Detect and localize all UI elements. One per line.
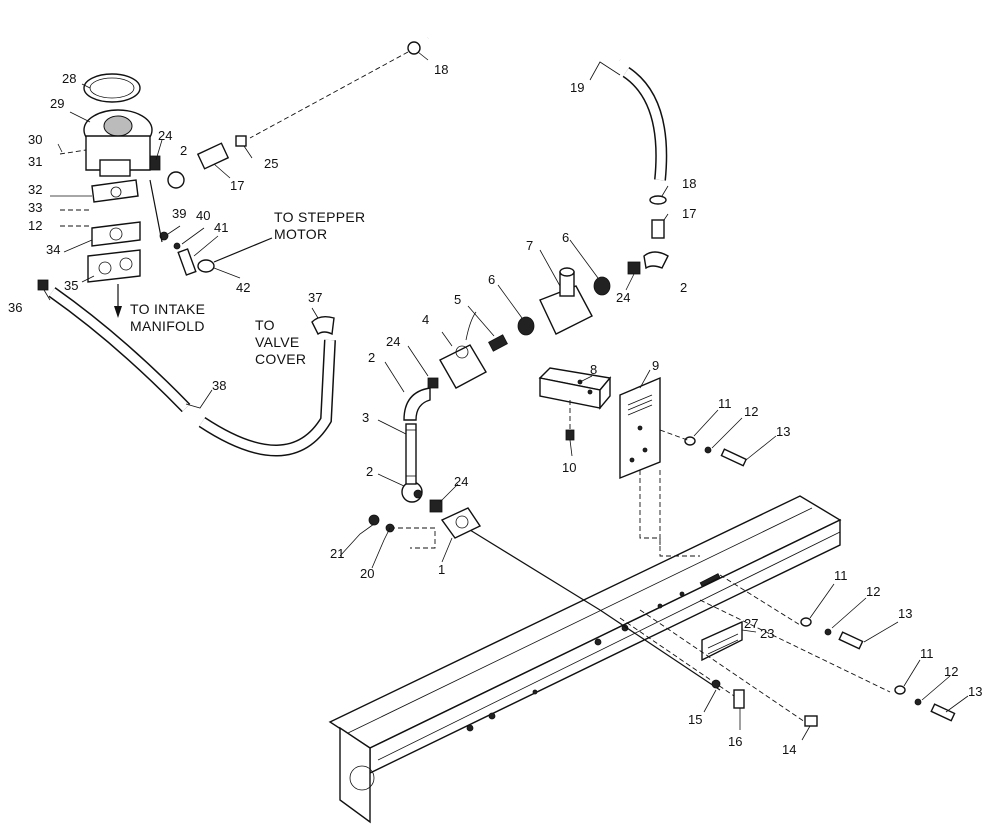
plate-9 bbox=[619, 376, 661, 480]
part-number: 16 bbox=[728, 734, 742, 749]
part-number: 6 bbox=[562, 230, 569, 245]
part-number: 17 bbox=[682, 206, 696, 221]
part-number: 25 bbox=[264, 156, 278, 171]
part-number: 5 bbox=[454, 292, 461, 307]
part-number: 8 bbox=[590, 362, 597, 377]
part-number: 37 bbox=[308, 290, 322, 305]
part-number: 32 bbox=[28, 182, 42, 197]
part-numbers: 28 29 30 31 32 33 12 34 35 36 24 2 17 25… bbox=[8, 62, 982, 757]
sensor-39-42 bbox=[149, 179, 273, 276]
part-number: 36 bbox=[8, 300, 22, 315]
part-number: 1 bbox=[438, 562, 445, 577]
callout-stepper-line2: MOTOR bbox=[274, 226, 327, 242]
part-number: 24 bbox=[158, 128, 172, 143]
callout-intake-line1: TO INTAKE bbox=[130, 301, 205, 317]
pipe-assembly bbox=[401, 195, 669, 539]
part-number: 23 bbox=[760, 626, 774, 641]
part-number: 31 bbox=[28, 154, 42, 169]
part-number: 24 bbox=[454, 474, 468, 489]
part-number: 28 bbox=[62, 71, 76, 86]
part-number: 12 bbox=[944, 664, 958, 679]
part-number: 20 bbox=[360, 566, 374, 581]
part-number: 9 bbox=[652, 358, 659, 373]
elbow-37 bbox=[311, 315, 335, 336]
fastener-set-middle bbox=[800, 617, 864, 650]
part-number: 35 bbox=[64, 278, 78, 293]
part-number: 12 bbox=[28, 218, 42, 233]
part-number: 18 bbox=[682, 176, 696, 191]
bracket-8 bbox=[538, 367, 612, 441]
part-number: 13 bbox=[898, 606, 912, 621]
part-number: 10 bbox=[562, 460, 576, 475]
throttle-body-assembly bbox=[37, 73, 153, 291]
part-number: 14 bbox=[782, 742, 796, 757]
part-number: 24 bbox=[616, 290, 630, 305]
callout-valve-line1: TO bbox=[255, 317, 275, 333]
part-number: 2 bbox=[368, 350, 375, 365]
part-number: 3 bbox=[362, 410, 369, 425]
plate-23-27 bbox=[701, 620, 743, 662]
frame-rail bbox=[328, 495, 842, 824]
tube-17-left bbox=[147, 135, 247, 189]
part-number: 4 bbox=[422, 312, 429, 327]
callout-stepper-line1: TO STEPPER bbox=[274, 209, 365, 225]
part-number: 11 bbox=[920, 646, 934, 661]
callout-stepper-motor: TO STEPPER MOTOR bbox=[274, 209, 365, 242]
label-leaders bbox=[43, 51, 969, 741]
callout-valve-cover: TO VALVE COVER bbox=[255, 317, 306, 367]
part-number: 40 bbox=[196, 208, 210, 223]
assembly-leaders bbox=[390, 470, 891, 723]
part-number: 17 bbox=[230, 178, 244, 193]
part-number: 13 bbox=[776, 424, 790, 439]
callout-valve-line2: VALVE bbox=[255, 334, 300, 350]
intake-arrow bbox=[114, 284, 122, 318]
part-number: 7 bbox=[526, 238, 533, 253]
clamp-18-top bbox=[249, 41, 421, 139]
part-number: 12 bbox=[744, 404, 758, 419]
part-number: 21 bbox=[330, 546, 344, 561]
part-number: 18 bbox=[434, 62, 448, 77]
fitting-20-21 bbox=[368, 514, 395, 533]
part-number: 33 bbox=[28, 200, 42, 215]
part-number: 2 bbox=[366, 464, 373, 479]
part-number: 19 bbox=[570, 80, 584, 95]
part-number: 39 bbox=[172, 206, 186, 221]
callout-intake-line2: MANIFOLD bbox=[130, 318, 205, 334]
part-number: 13 bbox=[968, 684, 982, 699]
part-number: 27 bbox=[744, 616, 758, 631]
part-number: 34 bbox=[46, 242, 60, 257]
callout-intake-manifold: TO INTAKE MANIFOLD bbox=[130, 301, 205, 334]
fastener-15-16-14 bbox=[711, 679, 818, 727]
fastener-set-upper bbox=[659, 429, 748, 467]
fastener-set-lower bbox=[894, 685, 956, 722]
hose-19 bbox=[425, 13, 668, 181]
part-number: 29 bbox=[50, 96, 64, 111]
hose-38 bbox=[48, 287, 336, 457]
part-number: 6 bbox=[488, 272, 495, 287]
part-number: 12 bbox=[866, 584, 880, 599]
part-number: 15 bbox=[688, 712, 702, 727]
part-number: 41 bbox=[214, 220, 228, 235]
part-number: 24 bbox=[386, 334, 400, 349]
part-number: 11 bbox=[834, 568, 848, 583]
part-number: 11 bbox=[718, 396, 732, 411]
part-number: 30 bbox=[28, 132, 42, 147]
part-number: 42 bbox=[236, 280, 250, 295]
part-number: 38 bbox=[212, 378, 226, 393]
part-number: 2 bbox=[180, 143, 187, 158]
callout-valve-line3: COVER bbox=[255, 351, 306, 367]
part-number: 2 bbox=[680, 280, 687, 295]
